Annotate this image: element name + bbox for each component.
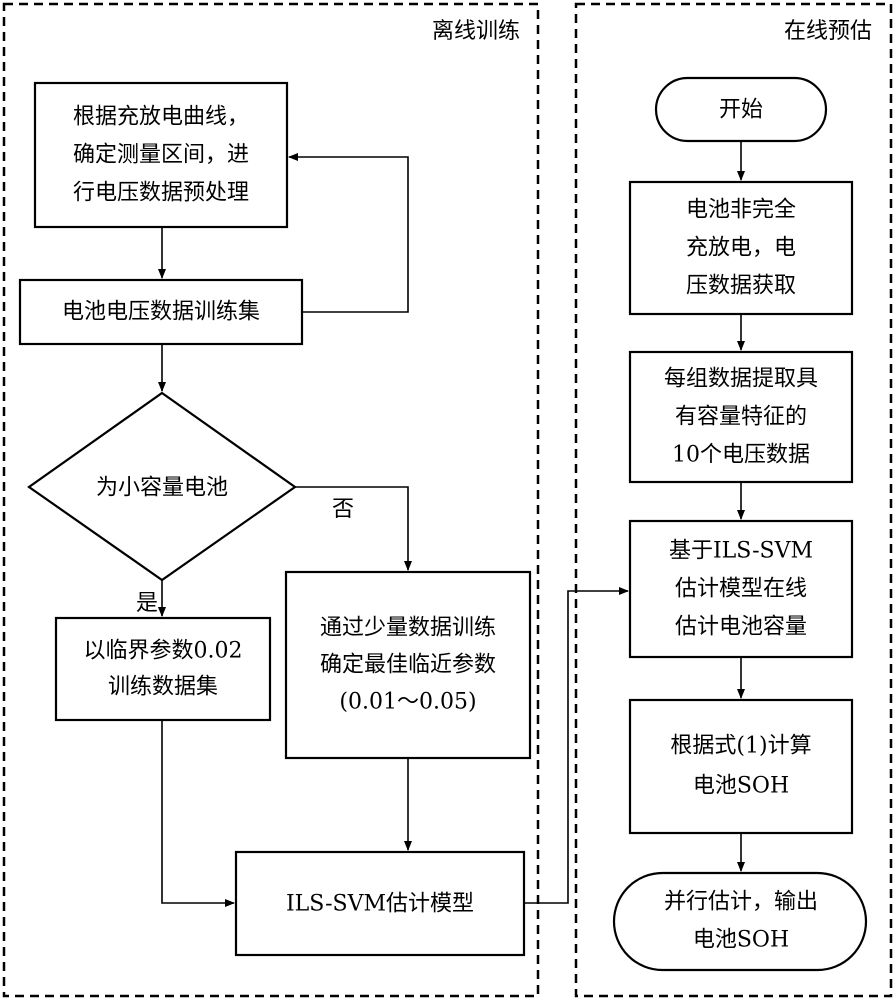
node-text-line: 估计模型在线 xyxy=(675,577,807,602)
edge-trainset-feedback xyxy=(288,153,409,313)
preprocess-text: 根据充放电曲线， 确定测量区间，进行电压数据预处理 xyxy=(73,105,249,206)
node-text-line: 行电压数据预处理 xyxy=(73,181,249,206)
output-terminal xyxy=(612,871,868,972)
offline-panel-title: 离线训练 xyxy=(432,19,520,44)
critical-param-box xyxy=(54,616,272,722)
edge-model-to-estimate xyxy=(524,587,629,904)
compute-text: 根据式(1)计算电池SOH xyxy=(670,734,811,799)
optimal-param-text: 通过少量数据训练确定最佳临近参数 (0.01～0.05) xyxy=(320,616,496,715)
extract-box xyxy=(628,350,854,484)
node-text-line: 每组数据提取具 xyxy=(664,367,818,392)
model-text: ILS-SVM估计模型 xyxy=(286,892,474,917)
node-text-line: ILS-SVM估计模型 xyxy=(286,892,474,917)
train-set-box xyxy=(18,278,304,346)
node-text-line: 基于ILS-SVM xyxy=(669,539,813,564)
node-text-line: 为小容量电池 xyxy=(96,476,228,501)
node-text-line: 电池电压数据训练集 xyxy=(62,300,260,325)
edge-critical-to-model xyxy=(161,720,235,907)
node-text-line: 并行估计，输出 xyxy=(664,890,818,915)
edge-decision-no xyxy=(295,486,412,571)
node-text-line: (0.01～0.05) xyxy=(339,690,476,715)
edge-label-yes: 是 xyxy=(136,591,158,616)
node-text-line: 开始 xyxy=(719,98,763,123)
acquire-text: 电池非完全充放电，电压数据获取 xyxy=(686,198,796,299)
online-panel xyxy=(574,2,893,998)
estimate-text: 基于ILS-SVM 估计模型在线估计电池容量 xyxy=(669,539,813,640)
node-text-line: 10个电压数据 xyxy=(672,443,810,468)
node-text-line: 电池SOH xyxy=(693,774,789,799)
edge-label-no: 否 xyxy=(332,497,354,522)
compute-box xyxy=(628,698,854,835)
model-box xyxy=(234,850,526,957)
estimate-box xyxy=(628,519,854,659)
node-text-line: 有容量特征的 xyxy=(675,405,807,430)
decision-text: 为小容量电池 xyxy=(96,476,228,501)
preprocess-box xyxy=(33,81,289,229)
start-text: 开始 xyxy=(719,98,763,123)
critical-param-text: 以临界参数0.02 训练数据集 xyxy=(84,639,243,700)
node-text-line: 通过少量数据训练 xyxy=(320,616,496,641)
node-text-line: 压数据获取 xyxy=(686,274,796,299)
node-text-line: 以临界参数0.02 xyxy=(84,639,243,664)
output-text: 并行估计，输出电池SOH xyxy=(664,890,818,953)
online-panel-title: 在线预估 xyxy=(784,19,872,44)
node-text-line: 确定测量区间，进 xyxy=(73,143,249,168)
node-text-line: 根据充放电曲线， xyxy=(73,105,249,130)
node-text-line: 电池非完全 xyxy=(686,198,796,223)
train-set-text: 电池电压数据训练集 xyxy=(62,300,260,325)
node-text-line: 充放电，电 xyxy=(686,236,796,261)
extract-text: 每组数据提取具有容量特征的 10个电压数据 xyxy=(664,367,818,468)
optimal-param-box xyxy=(284,570,532,760)
node-text-line: 根据式(1)计算 xyxy=(670,734,811,759)
node-text-line: 估计电池容量 xyxy=(675,615,807,640)
node-text-line: 电池SOH xyxy=(693,928,789,953)
offline-panel xyxy=(2,2,540,998)
acquire-box xyxy=(628,180,854,316)
node-text-line: 训练数据集 xyxy=(108,675,218,700)
node-text-line: 确定最佳临近参数 xyxy=(320,653,496,678)
